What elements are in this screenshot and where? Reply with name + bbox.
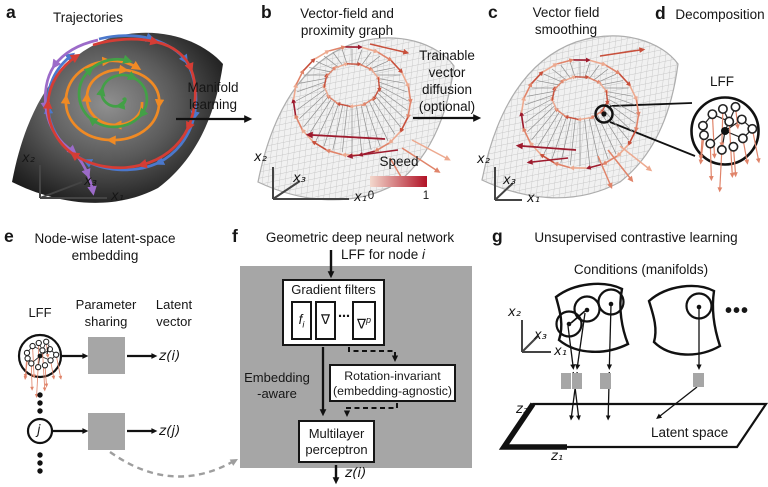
filter-gradp-sup: p <box>366 315 372 325</box>
axis-x1-label-a: x₁ <box>111 189 124 204</box>
more-manifolds-ellipsis: ••• <box>725 300 750 322</box>
speed-max-label: 1 <box>422 190 430 202</box>
embedding-aware-label: Embedding -aware <box>244 370 310 402</box>
latent-vector-line2: vector <box>156 313 192 329</box>
filter-ellipsis: ⋯ <box>338 309 350 323</box>
mlp-box: Multilayer perceptron <box>298 420 375 463</box>
trajectories <box>40 32 200 196</box>
panel-c-label: c <box>488 2 498 22</box>
axis-x2-label-a: x₂ <box>22 151 35 166</box>
panel-b-title: Vector-field and proximity graph <box>300 5 394 39</box>
diffusion-line3: diffusion <box>421 82 473 97</box>
diffusion-line4: (optional) <box>418 99 476 114</box>
parameter-sharing-line1: Parameter <box>75 297 137 312</box>
lff-magnified-circle <box>690 96 760 166</box>
parameter-sharing-header: Parameter sharing <box>76 297 137 330</box>
axis-x1-label-b: x₁ <box>354 190 367 205</box>
condition-manifold-1 <box>554 282 630 353</box>
trajectory-blue <box>43 32 200 172</box>
panel-d-title: Decomposition <box>675 7 765 22</box>
node-i-circle <box>17 333 63 379</box>
lff-input-label: LFF for node i <box>341 247 425 262</box>
filter-fi-box: fi <box>291 301 312 340</box>
rotation-invariant-box: Rotation-invariant (embedding-agnostic) <box>329 364 456 402</box>
axis-x3-label-a: x₃ <box>84 174 97 189</box>
panel-a-label: a <box>6 2 16 22</box>
panel-a-manifold <box>12 32 223 203</box>
speed-legend-title: Speed <box>379 154 419 169</box>
panel-g-title: Unsupervised contrastive learning <box>534 230 738 245</box>
manifold-learning-line1: Manifold <box>187 80 239 95</box>
condition-manifold-2 <box>647 284 722 356</box>
rotation-invariant-line1: Rotation-invariant <box>344 368 441 383</box>
sample-neighbourhood-circles <box>555 288 713 338</box>
trajectory-orange <box>60 56 165 145</box>
embedding-aware-line2: -aware <box>257 386 297 401</box>
embedding-aware-line1: Embedding <box>244 370 310 385</box>
lff-label-d: LFF <box>709 74 735 89</box>
gradient-filters-box: Gradient filters fi ∇ ⋯ ∇p <box>282 279 385 346</box>
panel-e-title: Node-wise latent-space embedding <box>34 230 175 264</box>
filter-grad-box: ∇ <box>315 301 336 340</box>
manifold-learning-label: Manifold learning <box>187 79 238 113</box>
trajectory-purple <box>40 38 99 196</box>
axis-x2-label-b: x₂ <box>254 150 267 165</box>
latent-space-label: Latent space <box>651 425 729 440</box>
axis-x1-label-c: x₁ <box>527 191 540 206</box>
rotation-invariant-line2: (embedding-agnostic) <box>333 383 452 398</box>
filter-gradp-box: ∇p <box>352 301 376 340</box>
gradient-filters-title: Gradient filters <box>291 282 376 297</box>
axis-x2-label-g: x₂ <box>508 305 521 320</box>
trajectory-red <box>42 36 197 170</box>
node-i-label: i <box>46 342 50 357</box>
speed-min-label: 0 <box>367 190 375 202</box>
panel-e-title-line2: embedding <box>71 248 139 263</box>
diffusion-line2: vector <box>428 65 466 80</box>
trajectory-green <box>77 54 149 129</box>
axis-x3-label-c: x₃ <box>503 173 516 188</box>
panel-g-label: g <box>492 226 503 246</box>
panel-a-title: Trajectories <box>52 10 124 25</box>
panel-e-title-line1: Node-wise latent-space <box>34 231 176 246</box>
filter-gradp: ∇ <box>356 316 366 332</box>
axis-x3-label-g: x₃ <box>534 328 547 343</box>
mlp-line2: perceptron <box>305 442 368 457</box>
axis-z2-label: z₂ <box>516 402 529 417</box>
panel-c-title-line2: smoothing <box>534 22 598 37</box>
panel-b-title-line1: Vector-field and <box>300 6 394 21</box>
parameter-sharing-line2: sharing <box>84 313 128 329</box>
axis-x1-label-g: x₁ <box>554 344 567 359</box>
vector-diffusion-label: Trainable vector diffusion (optional) <box>419 47 475 115</box>
latent-vector-header: Latent vector <box>156 297 192 330</box>
filter-grad: ∇ <box>320 312 331 327</box>
panel-b-label: b <box>261 2 272 22</box>
filter-fi-sub: i <box>302 319 305 330</box>
latent-vector-zi: z(i) <box>159 348 181 364</box>
latent-vector-zj: z(j) <box>159 423 181 439</box>
manifold-learning-line2: learning <box>188 97 238 112</box>
panel-f-label: f <box>232 226 238 246</box>
panel-b-title-line2: proximity graph <box>300 23 394 38</box>
gnn-output-zi: z(i) <box>345 465 367 481</box>
panel-e-label: e <box>4 226 14 246</box>
magnifier-connector-lines <box>609 102 696 157</box>
filter-fi: f <box>298 312 303 327</box>
latent-vector-line1: Latent <box>155 297 193 312</box>
panel-c-title-line1: Vector field <box>532 5 600 20</box>
axis-z1-label: z₁ <box>551 449 564 464</box>
mlp-line1: Multilayer <box>308 426 365 441</box>
conditions-label: Conditions (manifolds) <box>573 262 709 277</box>
lff-column-header: LFF <box>28 305 52 320</box>
panel-f-title: Geometric deep neural network <box>265 230 455 245</box>
lff-input-var: i <box>422 247 426 262</box>
axis-x3-label-b: x₃ <box>293 171 306 186</box>
panel-d-label: d <box>655 3 666 23</box>
node-j-label: j <box>37 423 41 438</box>
speed-colorbar <box>370 176 427 187</box>
diffusion-line1: Trainable <box>419 48 475 63</box>
axis-x2-label-c: x₂ <box>477 152 490 167</box>
panel-c-title: Vector field smoothing <box>533 4 600 38</box>
lff-input-prefix: LFF for node <box>341 247 423 262</box>
